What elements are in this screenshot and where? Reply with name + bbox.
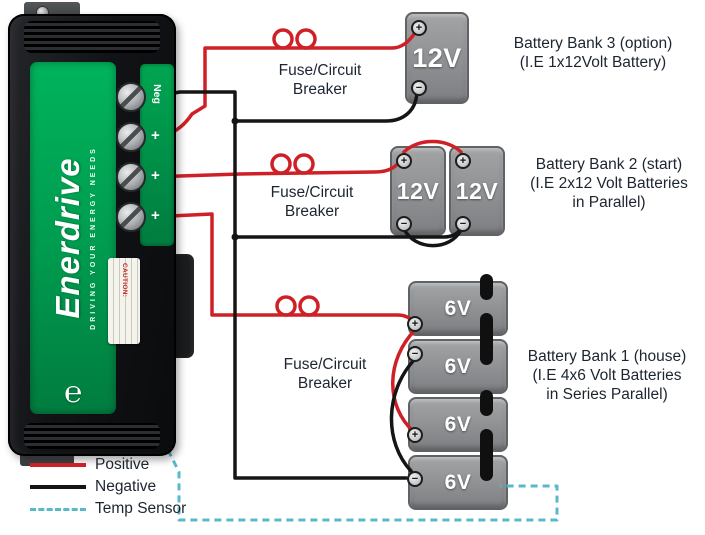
series-terminal-post	[480, 390, 493, 416]
battery-bank2-left-12v: 12V + −	[390, 146, 446, 236]
series-terminal-post	[480, 274, 493, 300]
positive-terminal: +	[455, 153, 471, 169]
legend-label: Negative	[95, 478, 157, 495]
battery-bank1-6v-1: 6V +	[407, 274, 508, 365]
fuse-breaker-label-3: Fuse/Circuit Breaker	[283, 356, 367, 392]
negative-terminal: −	[407, 471, 423, 487]
terminal-screw-neg	[116, 82, 146, 112]
battery-voltage-label: 12V	[455, 177, 499, 204]
negative-line-swatch	[30, 485, 86, 489]
legend-label: Positive	[95, 456, 150, 473]
series-link-terminal	[480, 313, 493, 365]
battery-bank1-6v-4: 6V −	[407, 455, 508, 510]
brand-name: Enerdrive	[49, 157, 86, 319]
negative-terminal: −	[396, 216, 412, 232]
fuse-breaker-label-2: Fuse/Circuit Breaker	[270, 184, 354, 220]
brand-text-block: Enerdrive DRIVING YOUR ENERGY NEEDS	[31, 73, 115, 403]
bank2-label: Battery Bank 2 (start) (I.E 2x12 Volt Ba…	[530, 156, 688, 211]
positive-terminal: +	[407, 316, 423, 332]
device-body: Enerdrive DRIVING YOUR ENERGY NEEDS ℮ Ne…	[8, 14, 176, 456]
negative-terminal: −	[455, 216, 471, 232]
battery-voltage-label: 12V	[412, 42, 462, 73]
legend-row-positive: Positive	[30, 456, 149, 474]
legend-row-negative: Negative	[30, 478, 156, 496]
battery-bank2-right-12v: 12V + −	[449, 146, 505, 236]
temp-sensor-line-swatch	[30, 507, 86, 511]
battery-bank3-12v: 12V + −	[405, 12, 469, 104]
negative-terminal: −	[407, 346, 423, 362]
plus-terminal-label: +	[151, 207, 160, 224]
fuse-breaker-label-1: Fuse/Circuit Breaker	[278, 62, 362, 98]
legend-row-temp-sensor: Temp Sensor	[30, 500, 186, 518]
plus-terminal-label: +	[151, 127, 160, 144]
legend-label: Temp Sensor	[95, 500, 187, 517]
battery-voltage-label: 6V	[444, 412, 472, 436]
positive-terminal: +	[411, 20, 427, 36]
battery-bank1-6v-2: 6V −	[407, 339, 508, 394]
battery-bank1-6v-3: 6V +	[407, 390, 508, 481]
caution-label: CAUTION:	[121, 263, 128, 298]
negative-terminal: −	[411, 80, 427, 96]
terminal-screw-pos3	[116, 202, 146, 232]
series-link-terminal	[480, 429, 493, 481]
wire-junction-dots	[231, 117, 239, 241]
terminal-screw-pos2	[116, 162, 146, 192]
brand-tagline: DRIVING YOUR ENERGY NEEDS	[90, 146, 97, 330]
brand-panel: Enerdrive DRIVING YOUR ENERGY NEEDS ℮	[30, 62, 116, 414]
bank1-label: Battery Bank 1 (house) (I.E 4x6 Volt Bat…	[527, 348, 687, 403]
plus-terminal-label: +	[151, 167, 160, 184]
neg-terminal-label: Neg	[150, 84, 163, 104]
terminal-screw-pos1	[116, 122, 146, 152]
positive-terminal: +	[407, 427, 423, 443]
bank3-label: Battery Bank 3 (option) (I.E 1x12Volt Ba…	[513, 35, 673, 71]
battery-voltage-label: 6V	[444, 296, 472, 320]
battery-voltage-label: 6V	[444, 354, 472, 378]
positive-terminal: +	[396, 153, 412, 169]
enerdrive-logo-icon: ℮	[63, 376, 83, 409]
caution-sticker: CAUTION:	[108, 258, 140, 344]
positive-line-swatch	[30, 463, 86, 467]
